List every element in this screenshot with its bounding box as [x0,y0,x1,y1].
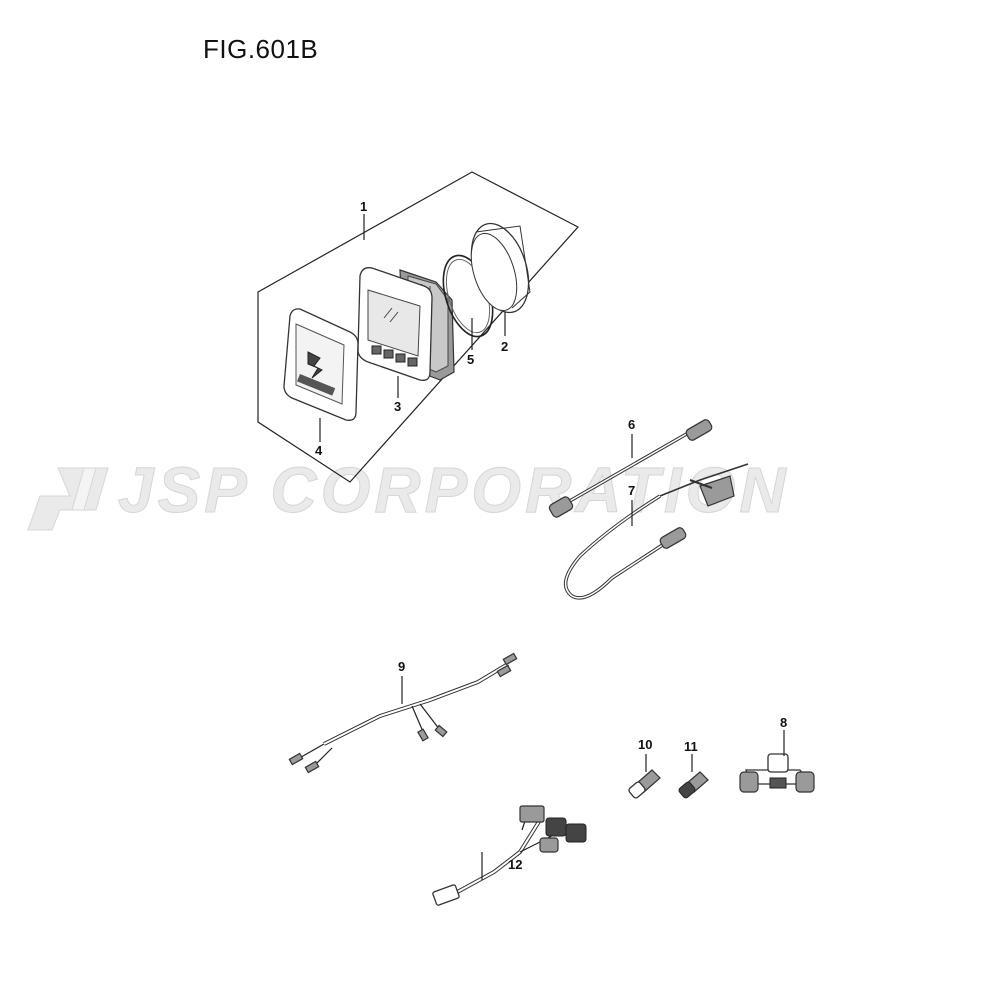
gauge-button-icon [371,345,382,355]
gauge-part [357,267,455,381]
callout-8: 8 [780,715,787,730]
brand-logo-icon [307,351,323,379]
callout-2: 2 [501,339,508,354]
cable-7-part [563,463,749,600]
cable-6-part [548,419,713,518]
harness-12-part [432,805,587,906]
gauge-button-icon [395,353,406,363]
callout-5: 5 [467,352,474,367]
terminator-10-part [628,769,661,799]
figure-title: FIG.601B [203,34,319,64]
callout-10: 10 [638,737,652,752]
callout-1: 1 [360,199,367,214]
brand-wordmark-icon [297,374,336,396]
watermark-logo [27,467,109,531]
callout-4: 4 [315,443,323,458]
watermark: JSP CORPORATION [27,454,790,531]
harness-9-part [288,652,518,774]
callout-12: 12 [508,857,522,872]
gauge-button-icon [383,349,394,359]
watermark-text: JSP CORPORATION [118,454,790,526]
callout-7: 7 [628,483,635,498]
callout-3: 3 [394,399,401,414]
nut-part [470,222,531,314]
gauge-button-icon [407,357,418,367]
cover-part [283,308,359,421]
assembly-box [257,171,579,483]
terminator-11-part [678,771,709,799]
callout-9: 9 [398,659,405,674]
callout-11: 11 [684,739,698,754]
t-connector-8-part [739,753,815,793]
callout-6: 6 [628,417,635,432]
